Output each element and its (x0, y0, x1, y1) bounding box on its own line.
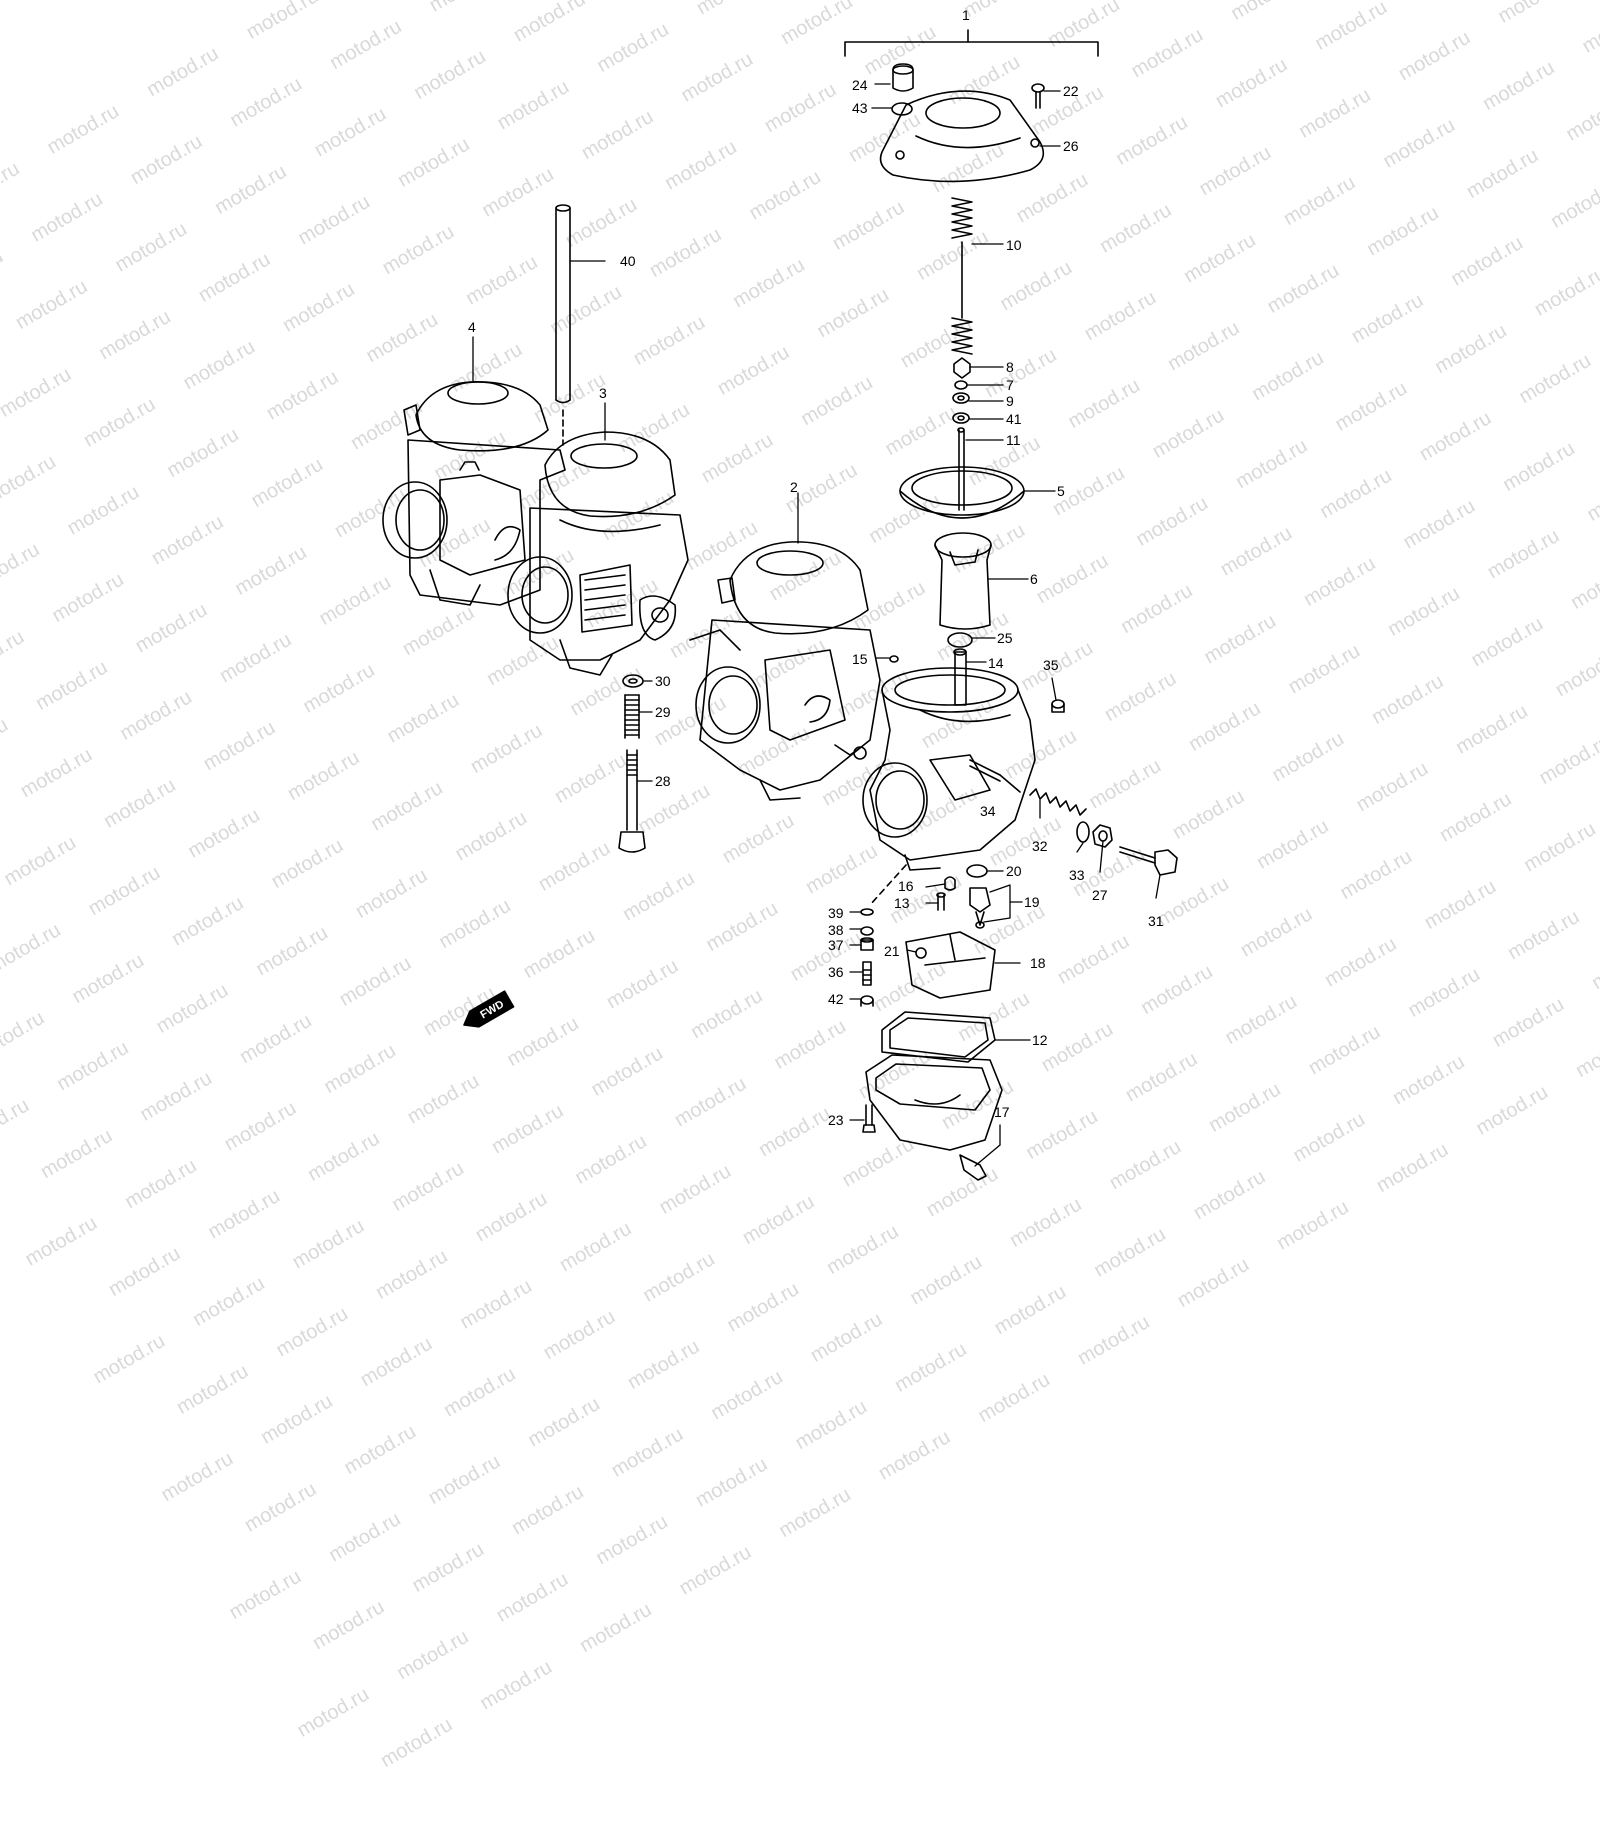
callout-5: 5 (1057, 483, 1065, 499)
callout-16: 16 (898, 878, 914, 894)
callout-14: 14 (988, 655, 1004, 671)
callout-29: 29 (655, 704, 671, 720)
callout-15: 15 (852, 651, 868, 667)
part-36 (862, 961, 872, 986)
part-15 (889, 655, 899, 663)
callout-11: 11 (1006, 432, 1021, 448)
carb-1 (862, 648, 1036, 871)
callout-43: 43 (852, 100, 868, 116)
callout-6: 6 (1030, 571, 1038, 587)
assembly-line (869, 864, 907, 906)
part-16 (944, 876, 956, 891)
part-28 (618, 749, 646, 853)
part-30 (622, 674, 644, 688)
part-25 (947, 632, 973, 648)
callout-20: 20 (1006, 863, 1022, 879)
part-13 (936, 892, 946, 911)
part-17 (959, 1154, 987, 1181)
part-43 (891, 102, 913, 116)
small-stack (952, 357, 971, 424)
callout-33: 33 (1069, 867, 1085, 883)
carb-4 (382, 381, 566, 606)
callout-26: 26 (1063, 138, 1079, 154)
callout-41: 41 (1006, 411, 1022, 427)
callout-27: 27 (1092, 887, 1108, 903)
diaphragm-5 (899, 466, 1025, 519)
callout-17: 17 (994, 1104, 1010, 1120)
shaft-40 (555, 204, 571, 446)
callout-12: 12 (1032, 1032, 1048, 1048)
exploded-view: FWD (382, 7, 1178, 1181)
callout-42: 42 (828, 991, 844, 1007)
part-22 (1031, 83, 1045, 109)
callout-13: 13 (894, 895, 910, 911)
fwd-arrow-icon: FWD (463, 990, 515, 1028)
callout-31: 31 (1148, 913, 1164, 929)
callout-36: 36 (828, 964, 844, 980)
part-32 (1029, 788, 1087, 816)
callout-25: 25 (997, 630, 1013, 646)
spring-10 (951, 197, 973, 355)
callout-8: 8 (1006, 359, 1014, 375)
part-31 (1119, 846, 1178, 876)
top-cap-part (879, 90, 1045, 183)
piston-6 (934, 532, 992, 630)
callout-37: 37 (828, 937, 844, 953)
part-35 (1051, 699, 1065, 713)
callout-30: 30 (655, 673, 671, 689)
callout-22: 22 (1063, 83, 1079, 99)
carb-3 (507, 431, 689, 676)
callout-18: 18 (1030, 955, 1046, 971)
callout-1: 1 (962, 7, 970, 23)
part-23 (862, 1104, 876, 1133)
callout-24: 24 (852, 77, 868, 93)
callout-28: 28 (655, 773, 671, 789)
needle-11 (957, 427, 965, 511)
callout-35: 35 (1043, 657, 1059, 673)
callout-4: 4 (468, 319, 476, 335)
part-19 (969, 887, 991, 929)
part-39 (860, 908, 874, 916)
callout-19: 19 (1024, 894, 1040, 910)
callout-39: 39 (828, 905, 844, 921)
callouts: 1 2 3 4 5 6 7 8 9 10 11 12 13 14 15 16 1… (468, 7, 1164, 1128)
callout-3: 3 (599, 385, 607, 401)
callout-32: 32 (1032, 838, 1048, 854)
callout-23: 23 (828, 1112, 844, 1128)
callout-21: 21 (884, 943, 900, 959)
part-42 (860, 995, 874, 1007)
callout-38: 38 (828, 922, 844, 938)
part-33 (1076, 821, 1090, 843)
float-18 (905, 931, 996, 999)
part-20 (966, 864, 988, 878)
part-29 (624, 694, 640, 739)
float-bowl (865, 1054, 1003, 1151)
carb-2 (689, 541, 881, 801)
callout-7: 7 (1006, 377, 1014, 393)
leader-lines (472, 83, 1161, 1167)
gasket-12 (881, 1011, 996, 1063)
callout-34: 34 (980, 803, 996, 819)
callout-2: 2 (790, 479, 798, 495)
callout-40: 40 (620, 253, 636, 269)
callout-9: 9 (1006, 393, 1014, 409)
part-37 (860, 937, 874, 951)
part-38 (860, 926, 874, 936)
part-24 (892, 63, 914, 92)
callout-10: 10 (1006, 237, 1022, 253)
part-34 (969, 759, 1021, 793)
bracket-1 (844, 29, 1099, 57)
